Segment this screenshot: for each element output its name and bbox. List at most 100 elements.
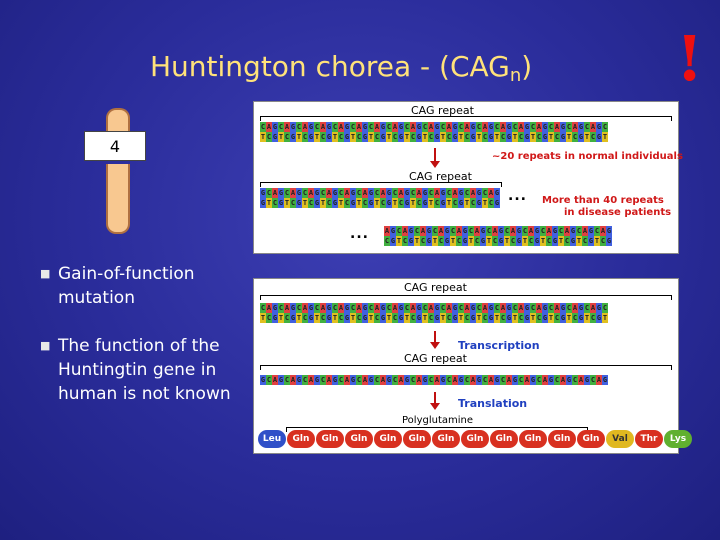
dna-base: G (416, 303, 422, 313)
dna-base: C (320, 313, 326, 323)
dna-base: T (482, 198, 488, 208)
dna-base: G (440, 198, 446, 208)
dna-base: G (578, 122, 584, 132)
dna-base: C (392, 375, 398, 385)
dna-base: T (446, 198, 452, 208)
dna-base: G (548, 375, 554, 385)
dna-base: G (602, 375, 608, 385)
dna-base: A (410, 122, 416, 132)
dna-base: C (392, 188, 398, 198)
dna-base: T (422, 132, 428, 142)
dna-base: G (380, 313, 386, 323)
dna-base: G (416, 122, 422, 132)
dna-base: G (534, 226, 540, 236)
dna-base: G (368, 375, 374, 385)
dna-base: C (492, 236, 498, 246)
dna-base: C (564, 236, 570, 246)
dna-base: A (362, 188, 368, 198)
dna-base: C (266, 188, 272, 198)
dna-base: G (470, 313, 476, 323)
dna-base: C (530, 122, 536, 132)
dna-base: C (432, 226, 438, 236)
dna-base: C (536, 313, 542, 323)
dna-base: A (320, 303, 326, 313)
dna-base: C (572, 375, 578, 385)
dna-base: C (362, 198, 368, 208)
dna-base: A (506, 375, 512, 385)
dna-base: C (590, 313, 596, 323)
dna-base: T (602, 132, 608, 142)
dna-base: G (440, 375, 446, 385)
dna-base: A (428, 303, 434, 313)
dna-base: G (588, 236, 594, 246)
dna-base: A (356, 122, 362, 132)
dna-base: G (552, 236, 558, 246)
dna-base: C (476, 303, 482, 313)
dna-base: C (368, 303, 374, 313)
dna-base: C (308, 198, 314, 208)
dna-base: A (338, 122, 344, 132)
dna-base: C (284, 375, 290, 385)
dna-base: A (434, 188, 440, 198)
bullet-marker-icon: ■ (40, 339, 51, 352)
dna-base: A (284, 303, 290, 313)
disease-note-line2: in disease patients (564, 207, 672, 218)
dna-base: G (326, 132, 332, 142)
dna-base: C (384, 236, 390, 246)
dna-base: T (314, 132, 320, 142)
dna-base: G (332, 188, 338, 198)
dna-base: C (392, 313, 398, 323)
dna-base: C (488, 198, 494, 208)
dna-base: C (392, 132, 398, 142)
dna-base: T (594, 236, 600, 246)
dna-base: G (344, 303, 350, 313)
dna-base: T (260, 132, 266, 142)
dna-base: C (504, 226, 510, 236)
dna-base: C (296, 303, 302, 313)
dna-base: G (308, 313, 314, 323)
dna-base: G (560, 313, 566, 323)
dna-base: C (510, 236, 516, 246)
dna-base: G (260, 375, 266, 385)
dna-base: G (362, 132, 368, 142)
dna-base: G (290, 132, 296, 142)
dna-base: G (408, 226, 414, 236)
dna-base: C (446, 313, 452, 323)
dna-base: C (338, 313, 344, 323)
dna-base: G (422, 198, 428, 208)
dna-base: A (452, 188, 458, 198)
dna-base: G (326, 303, 332, 313)
cag-repeat-label: CAG repeat (409, 170, 472, 183)
chromosome-label: 4 (84, 131, 146, 161)
dna-base: G (570, 236, 576, 246)
dna-base: G (470, 303, 476, 313)
dna-base: A (474, 226, 480, 236)
translation-label: Translation (458, 397, 528, 410)
dna-base: G (290, 122, 296, 132)
dna-base: C (410, 313, 416, 323)
amino-acid-bead: Thr (635, 430, 663, 448)
dna-base: C (590, 132, 596, 142)
dna-base: C (584, 303, 590, 313)
dna-base: T (314, 313, 320, 323)
dna-base: T (584, 313, 590, 323)
dna-base: A (482, 122, 488, 132)
dna-base: G (560, 303, 566, 313)
dna-base: T (422, 313, 428, 323)
dna-base: T (512, 313, 518, 323)
dna-base: T (260, 313, 266, 323)
dna-base: C (518, 132, 524, 142)
transcription-label: Transcription (458, 339, 540, 352)
dna-base: C (410, 375, 416, 385)
dna-base: A (482, 303, 488, 313)
dna-base: G (332, 198, 338, 208)
dna-base: A (464, 303, 470, 313)
dna-base: C (572, 132, 578, 142)
chromosome-bottom-arm (106, 164, 130, 234)
dna-base: G (408, 236, 414, 246)
dna-base: A (290, 375, 296, 385)
dna-base: G (516, 226, 522, 236)
dna-base: A (536, 122, 542, 132)
dna-base: C (414, 226, 420, 236)
